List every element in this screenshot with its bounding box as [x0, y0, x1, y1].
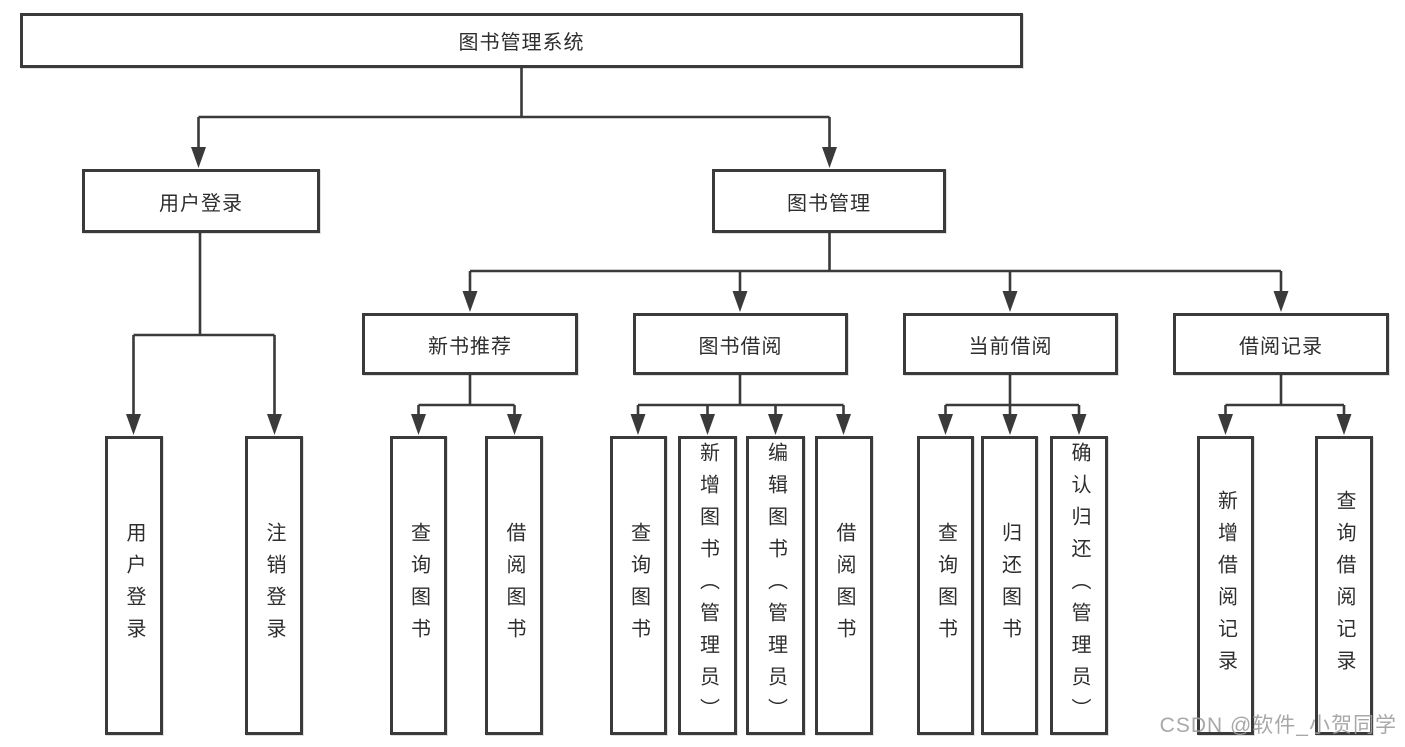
connector-currentborrow-to-leaves — [944, 375, 1081, 420]
arrowhead — [507, 414, 522, 435]
node-book-borrowing-label: 图书借阅 — [698, 335, 783, 358]
arrowhead — [1218, 414, 1233, 435]
leaf-bb-add-books-admin: 新增图书（管理员） — [678, 436, 737, 735]
node-new-book-recommend-label: 新书推荐 — [428, 335, 512, 358]
leaf-bb-borrow-books: 借阅图书 — [815, 436, 873, 735]
leaf-nb-query-books: 查询图书 — [390, 436, 447, 735]
arrowhead — [1002, 291, 1018, 312]
node-book-management-label: 图书管理 — [787, 192, 871, 215]
leaf-user-login: 用户登录 — [105, 436, 163, 735]
connector-newbook-to-leaves — [417, 375, 516, 420]
leaf-bb-query-books: 查询图书 — [610, 436, 667, 735]
connector-userlogin-to-leaves — [132, 233, 276, 420]
arrowhead — [191, 147, 206, 168]
node-current-borrowing: 当前借阅 — [903, 313, 1118, 375]
arrowhead — [411, 414, 426, 435]
leaf-logout-label: 注销登录 — [263, 521, 285, 650]
arrowhead — [732, 291, 748, 312]
arrowhead — [1071, 414, 1087, 435]
connector-records-to-leaves — [1224, 375, 1346, 420]
leaf-logout: 注销登录 — [245, 436, 303, 735]
leaf-cb-confirm-return-admin: 确认归还（管理员） — [1050, 436, 1108, 735]
connector-root-to-level2 — [197, 68, 831, 152]
leaf-br-add-record: 新增借阅记录 — [1197, 436, 1254, 735]
leaf-nb-borrow-books-label: 借阅图书 — [503, 521, 525, 650]
node-borrow-records: 借阅记录 — [1173, 313, 1389, 375]
leaf-bb-borrow-books-label: 借阅图书 — [833, 521, 855, 650]
leaf-cb-confirm-return-admin-label: 确认归还（管理员） — [1068, 441, 1090, 730]
arrowhead — [1273, 291, 1289, 312]
leaf-bb-edit-books-admin: 编辑图书（管理员） — [746, 436, 805, 735]
arrowhead — [836, 414, 851, 435]
node-user-login-label: 用户登录 — [159, 192, 243, 215]
leaf-cb-return-books-label: 归还图书 — [998, 521, 1021, 650]
csdn-watermark: CSDN @软件_小贺同学 — [1159, 714, 1397, 737]
leaf-cb-query-books: 查询图书 — [917, 436, 974, 735]
leaf-br-query-record-label: 查询借阅记录 — [1333, 489, 1355, 682]
node-borrow-records-label: 借阅记录 — [1239, 335, 1323, 358]
arrowhead — [768, 414, 783, 435]
arrowhead — [462, 291, 478, 312]
node-book-management: 图书管理 — [712, 169, 946, 233]
arrowhead — [267, 414, 282, 435]
connector-paths — [132, 68, 1346, 420]
leaf-bb-add-books-admin-label: 新增图书（管理员） — [696, 441, 719, 730]
leaf-nb-query-books-label: 查询图书 — [407, 521, 430, 650]
node-root-label: 图书管理系统 — [458, 32, 585, 54]
node-current-borrowing-label: 当前借阅 — [968, 335, 1053, 358]
arrowhead — [822, 147, 837, 168]
leaf-nb-borrow-books: 借阅图书 — [485, 436, 543, 735]
leaf-br-query-record: 查询借阅记录 — [1315, 436, 1373, 735]
node-user-login: 用户登录 — [82, 169, 320, 233]
leaf-bb-query-books-label: 查询图书 — [627, 521, 650, 650]
leaf-br-add-record-label: 新增借阅记录 — [1214, 489, 1237, 682]
arrowhead — [126, 414, 141, 435]
connector-bookmgmt-to-level3 — [468, 233, 1283, 296]
arrowheads — [126, 147, 1352, 435]
leaf-bb-edit-books-admin-label: 编辑图书（管理员） — [764, 441, 787, 730]
node-root: 图书管理系统 — [20, 13, 1023, 68]
node-book-borrowing: 图书借阅 — [633, 313, 848, 375]
leaf-cb-return-books: 归还图书 — [981, 436, 1038, 735]
connector-bookborrow-to-leaves — [636, 375, 845, 420]
leaf-cb-query-books-label: 查询图书 — [934, 521, 957, 650]
leaf-user-login-label: 用户登录 — [123, 521, 145, 650]
node-new-book-recommend: 新书推荐 — [362, 313, 578, 375]
arrowhead — [938, 414, 953, 435]
arrowhead — [1002, 414, 1018, 435]
arrowhead — [630, 414, 646, 435]
arrowhead — [700, 414, 715, 435]
arrowhead — [1336, 414, 1352, 435]
